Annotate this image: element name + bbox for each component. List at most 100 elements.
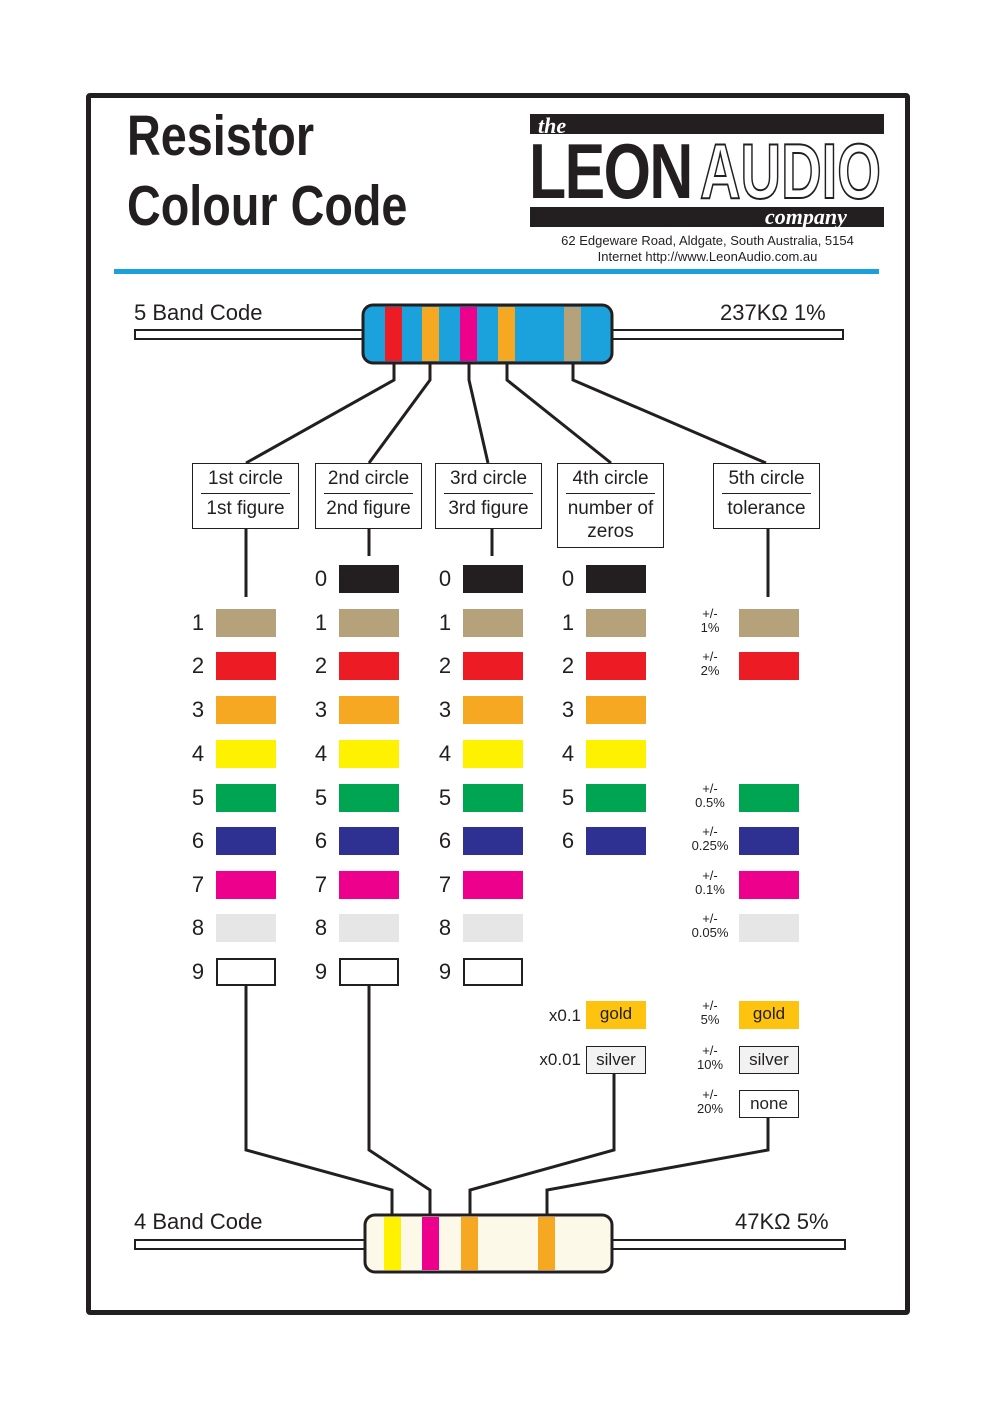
- digit-label-col2-4: 4: [314, 741, 328, 766]
- box-5-line-1: 5th circle: [722, 467, 811, 494]
- address-line-2: Internet http://www.LeonAudio.com.au: [597, 249, 818, 264]
- swatch-black-col2: [339, 565, 399, 593]
- box-2-line-2: 2nd figure: [326, 498, 411, 519]
- lead-4band-right: [609, 1239, 846, 1250]
- box-4-line-1: 4th circle: [566, 467, 655, 494]
- digit-label-col3-3: 3: [438, 697, 452, 722]
- tolerance-label-1: +/-2%: [685, 650, 735, 678]
- band-5-4-orange: [498, 307, 515, 361]
- box-5-line-2: tolerance: [727, 498, 806, 519]
- band-5-2-orange: [422, 307, 439, 361]
- swatch-white-col2: [339, 958, 399, 986]
- swatch-red-col1: [216, 652, 276, 680]
- digit-label-col3-1: 1: [438, 610, 452, 635]
- digit-label-col1-6: 6: [191, 828, 205, 853]
- swatch-black-col4: [586, 565, 646, 593]
- digit-label-col1-4: 4: [191, 741, 205, 766]
- title-line-2: Colour Code: [127, 174, 408, 238]
- box-3-line-1: 3rd circle: [444, 467, 533, 494]
- logo-the: the: [538, 113, 567, 138]
- swatch-red-tolerance: [739, 652, 799, 680]
- band-4-1-yellow: [384, 1217, 401, 1270]
- line-band1-to-box1: [245, 363, 396, 465]
- swatch-white-col1: [216, 958, 276, 986]
- digit-label-col1-3: 3: [191, 697, 205, 722]
- tolerance-gold-swatch: gold: [739, 1001, 799, 1029]
- swatch-blue-col2: [339, 827, 399, 855]
- page-frame: [86, 93, 910, 1315]
- swatch-violet-col2: [339, 871, 399, 899]
- digit-label-col2-6: 6: [314, 828, 328, 853]
- digit-label-col2-2: 2: [314, 653, 328, 678]
- swatch-orange-col4: [586, 696, 646, 724]
- five-band-label: 5 Band Code: [134, 300, 263, 325]
- digit-label-col3-8: 8: [438, 915, 452, 940]
- title-line-1: Resistor: [127, 104, 315, 168]
- digit-label-col3-6: 6: [438, 828, 452, 853]
- swatch-black-col3: [463, 565, 523, 593]
- line-col1-to-4band: [244, 985, 394, 1215]
- logo-bottom-bar: [530, 207, 884, 227]
- swatch-brown-col2: [339, 609, 399, 637]
- line-band3-to-box3: [467, 363, 490, 464]
- resistor-4-body: [363, 1213, 614, 1274]
- box-2-line-1: 2nd circle: [324, 467, 413, 494]
- swatch-grey-col1: [216, 914, 276, 942]
- box-2nd-circle: 2nd circle 2nd figure: [315, 463, 422, 529]
- digit-label-col4-5: 5: [561, 785, 575, 810]
- swatch-green-tolerance: [739, 784, 799, 812]
- digit-label-col1-5: 5: [191, 785, 205, 810]
- digit-label-col3-2: 2: [438, 653, 452, 678]
- swatch-green-col4: [586, 784, 646, 812]
- box-1-line-2: 1st figure: [206, 498, 285, 519]
- digit-label-col2-5: 5: [314, 785, 328, 810]
- digit-label-col1-2: 2: [191, 653, 205, 678]
- tolerance-sign: +/-: [702, 998, 718, 1013]
- tolerance-value: 10%: [696, 1057, 724, 1072]
- swatch-yellow-col3: [463, 740, 523, 768]
- tolerance-value: 0.25%: [691, 838, 729, 853]
- digit-label-col4-1: 1: [561, 610, 575, 635]
- swatch-red-col2: [339, 652, 399, 680]
- digit-label-col2-3: 3: [314, 697, 328, 722]
- line-band4-to-box4: [505, 363, 612, 465]
- digit-label-col3-4: 4: [438, 741, 452, 766]
- line-band2-to-box2: [367, 363, 432, 464]
- line-col4-to-4band: [468, 1074, 616, 1215]
- swatch-blue-col1: [216, 827, 276, 855]
- swatch-yellow-col4: [586, 740, 646, 768]
- box-1-line-1: 1st circle: [201, 467, 290, 494]
- five-band-value: 237KΩ 1%: [720, 300, 826, 325]
- swatch-yellow-col1: [216, 740, 276, 768]
- resistor-5-band: [361, 303, 614, 365]
- tolerance-sign: +/-: [702, 868, 718, 883]
- digit-label-col3-9: 9: [438, 959, 452, 984]
- box-4th-circle: 4th circle number of zeros: [557, 463, 664, 548]
- tolerance-sign: +/-: [702, 1087, 718, 1102]
- logo-top-bar: [530, 114, 884, 134]
- box-4-line-2: number of zeros: [567, 498, 654, 542]
- band-4-3-orange: [461, 1217, 478, 1270]
- multiplier-gold-label: x0.1: [548, 1006, 581, 1025]
- swatch-orange-col3: [463, 696, 523, 724]
- tolerance-value: 20%: [696, 1101, 724, 1116]
- digit-label-col4-3: 3: [561, 697, 575, 722]
- digit-label-col4-0: 0: [561, 566, 575, 591]
- swatch-violet-tolerance: [739, 871, 799, 899]
- digit-label-col1-7: 7: [191, 872, 205, 897]
- swatch-violet-col1: [216, 871, 276, 899]
- digit-label-col1-8: 8: [191, 915, 205, 940]
- multiplier-silver-label: x0.01: [539, 1050, 581, 1069]
- digit-label-col1-1: 1: [191, 610, 205, 635]
- digit-label-col2-8: 8: [314, 915, 328, 940]
- tolerance-value: 1%: [700, 620, 720, 635]
- multiplier-gold-swatch: gold: [586, 1001, 646, 1029]
- swatch-violet-col3: [463, 871, 523, 899]
- swatch-grey-col3: [463, 914, 523, 942]
- line-col2-to-4band: [367, 985, 432, 1215]
- lead-5band-right: [609, 329, 844, 340]
- digit-label-col2-7: 7: [314, 872, 328, 897]
- tolerance-silver-swatch: silver: [739, 1046, 799, 1074]
- swatch-green-col1: [216, 784, 276, 812]
